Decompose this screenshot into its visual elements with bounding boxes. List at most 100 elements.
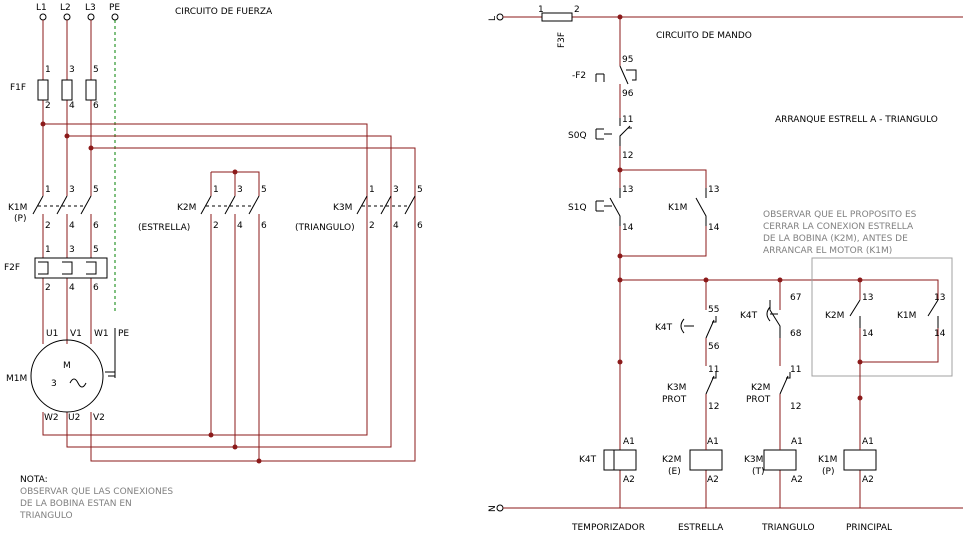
note-line-2: DE LA BOBINA ESTAN EN [20, 499, 132, 509]
k2m-label: K2M [177, 203, 196, 213]
f2-contact [619, 65, 637, 85]
timer-icon [766, 306, 778, 322]
rail-label-l: L [488, 16, 498, 21]
motor-symbol [30, 339, 104, 413]
motor-term-v2: V2 [93, 413, 105, 423]
k3m-prot-label: K3M [667, 383, 686, 393]
power-circuit: CIRCUITO DE FUERZA L1 L2 L3 PE F1F 1 3 5… [4, 3, 423, 521]
k3m-prot-sub: PROT [662, 395, 687, 405]
k2m-aux-term-14: 14 [862, 329, 874, 339]
f1f-term-4: 4 [69, 101, 75, 111]
f2f-label: F2F [4, 263, 20, 273]
s1q-term-13: 13 [622, 185, 633, 195]
note-line-1: OBSERVAR QUE LAS CONEXIONES [20, 487, 173, 497]
k3m-term-2: 2 [369, 221, 375, 231]
junction [64, 133, 70, 139]
k1m-wires [42, 214, 92, 228]
wire-k1m-aux [860, 279, 939, 363]
coil-k4t: K4T A1 A2 [579, 437, 637, 485]
k2m-term-5: 5 [261, 185, 267, 195]
k3m-term-1: 1 [369, 185, 375, 195]
k3m-label: K3M [333, 203, 352, 213]
coil-k2m-sub: (E) [668, 467, 681, 477]
coil-k1m-label: K1M [818, 455, 837, 465]
junction [617, 359, 623, 365]
f3f-term-2: 2 [574, 5, 580, 15]
k1m-aux-term-14: 14 [934, 329, 946, 339]
k2m-prot-term-12: 12 [790, 402, 801, 412]
k4t-nc-contact [705, 316, 717, 339]
k2m-term-3: 3 [237, 185, 243, 195]
k1m-hold-label: K1M [668, 203, 687, 213]
junction [617, 167, 623, 173]
coil-k1m-sub: (P) [822, 467, 834, 477]
thermal-relay-f2f [34, 257, 108, 279]
f2f-elements [38, 261, 97, 275]
junction [232, 444, 238, 450]
pushbutton-icon [595, 128, 612, 140]
f2-actuator-icon [595, 73, 605, 82]
k1m-hold-contact [695, 188, 707, 226]
s1q-label: S1Q [568, 203, 587, 213]
k4t-no-contact [769, 300, 781, 338]
k2m-sublabel: (ESTRELLA) [138, 223, 190, 233]
k2m-term-1: 1 [213, 185, 219, 195]
k2m-prot-term-11: 11 [790, 365, 801, 375]
junction [40, 121, 46, 127]
k2m-contacts [200, 195, 260, 215]
junction [88, 145, 94, 151]
fuse-f3f [541, 12, 573, 22]
wire-l2-to-k3m [66, 135, 392, 448]
f1f-label: F1F [10, 83, 26, 93]
control-title: CIRCUITO DE MANDO [656, 31, 752, 41]
caption-estrella: ESTRELLA [678, 523, 724, 533]
s0q-label: S0Q [568, 131, 587, 141]
k1m-hold-term-13: 13 [708, 185, 719, 195]
motor-term-pe: PE [118, 329, 129, 339]
motor-term-u2: U2 [68, 413, 80, 423]
k2m-prot-sub: PROT [746, 395, 771, 405]
f2f-term-1: 1 [45, 245, 51, 255]
control-subtitle: ARRANQUE ESTRELL A - TRIANGULO [775, 115, 938, 125]
fuse-f1f-1 [37, 79, 49, 101]
coil-k3m-a2: A2 [791, 475, 803, 485]
s0q-term-12: 12 [622, 151, 633, 161]
terminal-l2 [63, 13, 71, 21]
f2f-term-4: 4 [69, 283, 75, 293]
k4t-contact-a-label: K4T [655, 323, 673, 333]
coil-k4t-label: K4T [579, 455, 597, 465]
motor-term-u1: U1 [46, 329, 58, 339]
k2m-aux-term-13: 13 [862, 293, 873, 303]
k4t-term-68: 68 [790, 329, 802, 339]
motor-term-v1: V1 [70, 329, 82, 339]
k1m-aux-label: K1M [897, 311, 916, 321]
k2m-star-bridge [210, 171, 260, 196]
k1m-sublabel: (P) [14, 214, 26, 224]
k2m-term-2: 2 [213, 221, 219, 231]
k1m-term-5: 5 [93, 185, 99, 195]
k3m-term-5: 5 [417, 185, 423, 195]
caption-principal: PRINCIPAL [846, 523, 892, 533]
coil-k1m-a2: A2 [862, 475, 874, 485]
s1q-term-14: 14 [622, 223, 634, 233]
coil-k2m: K2M (E) A1 A2 [662, 428, 723, 485]
power-title: CIRCUITO DE FUERZA [175, 7, 273, 17]
k1m-term-6: 6 [93, 221, 99, 231]
f2f-term-6: 6 [93, 283, 99, 293]
observation-box [811, 257, 953, 377]
k2m-nc-contact [779, 372, 791, 395]
coil-k1m-a1: A1 [862, 437, 874, 447]
caption-triangulo: TRIANGULO [761, 523, 815, 533]
motor-label: M1M [6, 374, 27, 384]
fuse-f1f-3 [85, 79, 97, 101]
k4t-term-67: 67 [790, 293, 801, 303]
observe-line-3: DE LA BOBINA (K2M), ANTES DE [763, 234, 908, 244]
junction [617, 253, 623, 259]
f1f-term-3: 3 [69, 65, 75, 75]
terminal-l3 [87, 13, 95, 21]
f1f-term-6: 6 [93, 101, 99, 111]
k2m-prot-label: K2M [751, 383, 770, 393]
coil-k4t-a2: A2 [623, 475, 635, 485]
k2m-term-6: 6 [261, 221, 267, 231]
